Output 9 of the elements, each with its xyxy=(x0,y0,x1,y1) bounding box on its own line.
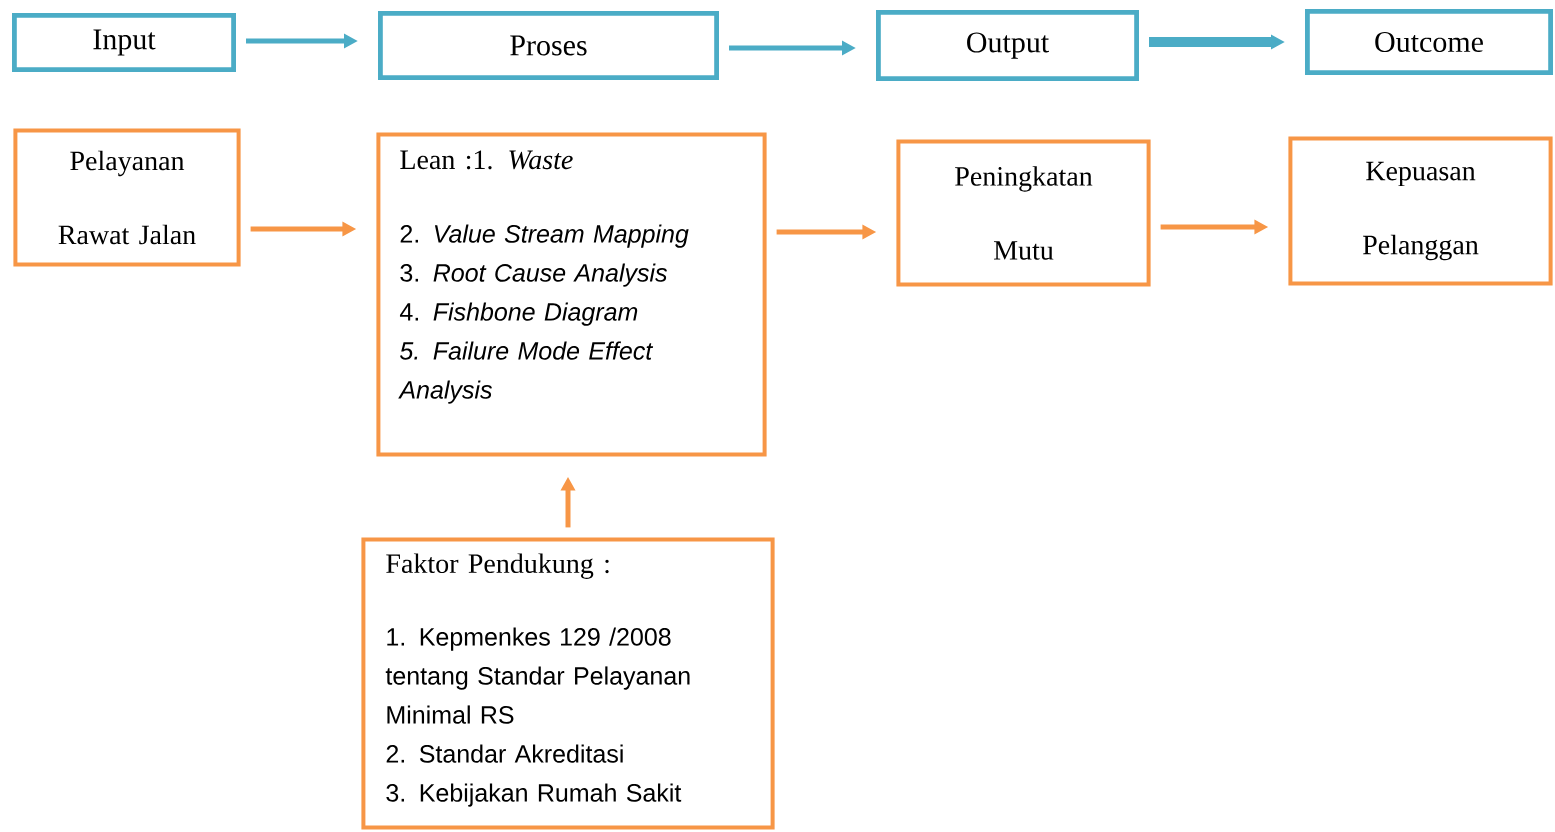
list-box: Faktor Pendukung : 1. Kepmenkes 129 /2008 tentang Standar Pelayanan Minimal RS 2. Standar Akreditasi 3. Kebijakan Rumah Sakit xyxy=(361,537,775,830)
process-box: Peningkatan Mutu xyxy=(896,139,1151,287)
stage-box: Output xyxy=(876,10,1139,81)
process-box: Kepuasan Pelanggan xyxy=(1288,136,1553,286)
process-box: Pelayanan Rawat Jalan xyxy=(13,128,241,267)
stage-box: Input xyxy=(12,13,236,72)
list-box: Lean :1. Waste 2. Value Stream Mapping 3. Root Cause Analysis 4. Fishbone Diagram 5. Failure Mode Effect Analysis xyxy=(376,132,767,457)
stage-box: Proses xyxy=(378,11,719,80)
stage-box: Outcome xyxy=(1305,9,1553,75)
